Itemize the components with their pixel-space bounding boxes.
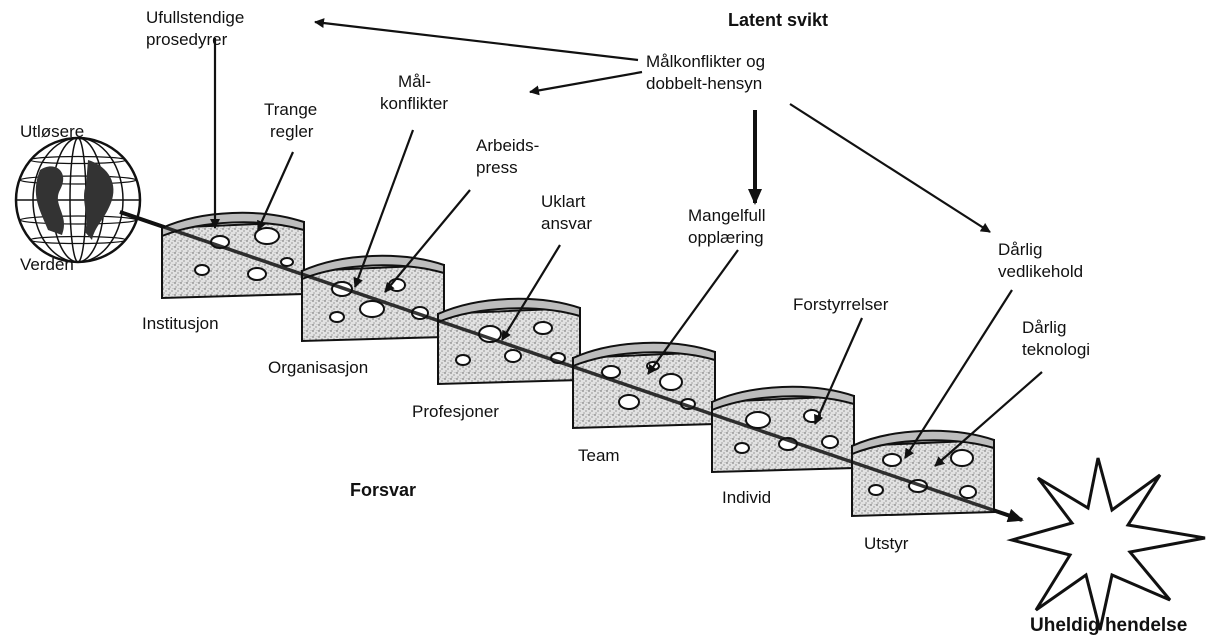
- disturbances-label: Forstyrrelser: [793, 295, 888, 315]
- incomplete-procedures-label-1: Ufullstendige: [146, 8, 244, 28]
- slice-label-team: Team: [578, 446, 620, 466]
- cheese-hole: [248, 268, 266, 280]
- cheese-hole: [195, 265, 209, 275]
- cheese-hole: [619, 395, 639, 409]
- poor-training-label-2: opplæring: [688, 228, 764, 248]
- slice-label-profesjoner: Profesjoner: [412, 402, 499, 422]
- cheese-hole: [869, 485, 883, 495]
- narrow-rules-label-2: regler: [270, 122, 313, 142]
- cheese-hole: [951, 450, 973, 466]
- cheese-hole: [505, 350, 521, 362]
- slice-label-organisasjon: Organisasjon: [268, 358, 368, 378]
- poor-technology-label-1: Dårlig: [1022, 318, 1066, 338]
- cheese-hole: [255, 228, 279, 244]
- poor-training-label-1: Mangelfull: [688, 206, 766, 226]
- goal-conflicts-label-1: Mål-: [398, 72, 431, 92]
- explosion-icon: [1012, 458, 1205, 630]
- poor-maintenance-label-1: Dårlig: [998, 240, 1042, 260]
- cheese-slice-individ: [712, 387, 854, 472]
- work-pressure-label-2: press: [476, 158, 518, 178]
- globe-icon: [16, 138, 140, 262]
- cheese-hole: [883, 454, 901, 466]
- incomplete-procedures-label-2: prosedyrer: [146, 30, 227, 50]
- cheese-hole: [660, 374, 682, 390]
- cheese-slice-institusjon: [162, 213, 304, 298]
- cheese-hole: [456, 355, 470, 365]
- poor-technology-label-2: teknologi: [1022, 340, 1090, 360]
- cheese-hole: [960, 486, 976, 498]
- poor-maintenance-label-2: vedlikehold: [998, 262, 1083, 282]
- world-label: Verden: [20, 255, 74, 275]
- goal-conflicts-main-label-1: Målkonflikter og: [646, 52, 765, 72]
- narrow-rules-label-1: Trange: [264, 100, 317, 120]
- cheese-hole: [330, 312, 344, 322]
- cheese-hole: [822, 436, 838, 448]
- cheese-hole: [735, 443, 749, 453]
- latent-failures-heading: Latent svikt: [728, 10, 828, 30]
- cheese-hole: [281, 258, 293, 266]
- slice-label-utstyr: Utstyr: [864, 534, 908, 554]
- work-pressure-label-1: Arbeids-: [476, 136, 539, 156]
- defences-label: Forsvar: [350, 480, 416, 500]
- slice-label-institusjon: Institusjon: [142, 314, 219, 334]
- cheese-hole: [360, 301, 384, 317]
- cheese-hole: [534, 322, 552, 334]
- adverse-event-label: Uheldig hendelse: [1030, 616, 1187, 636]
- unclear-responsibility-label-2: ansvar: [541, 214, 592, 234]
- goal-conflicts-label-2: konflikter: [380, 94, 448, 114]
- triggers-label: Utløsere: [20, 122, 84, 142]
- goal-conflicts-main-label-2: dobbelt-hensyn: [646, 74, 762, 94]
- cheese-slice-team: [573, 343, 715, 428]
- cheese-slice-profesjoner: [438, 299, 580, 384]
- slice-label-individ: Individ: [722, 488, 771, 508]
- unclear-responsibility-label-1: Uklart: [541, 192, 585, 212]
